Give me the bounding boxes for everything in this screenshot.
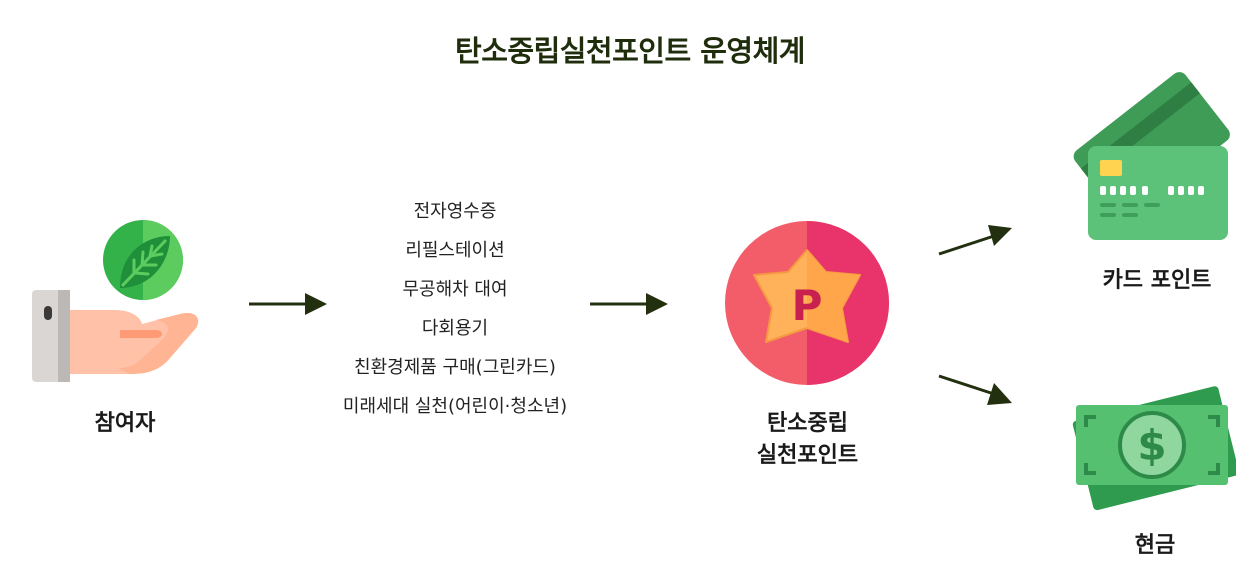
activity-item: 리필스테이션 bbox=[405, 240, 505, 261]
activity-item: 전자영수증 bbox=[413, 201, 497, 222]
flow-arrow-2 bbox=[588, 291, 670, 317]
flow-arrow-1 bbox=[247, 291, 329, 317]
cash-label: 현금 bbox=[1134, 533, 1176, 558]
card-point-label: 카드 포인트 bbox=[1102, 268, 1212, 293]
diagram-title: 탄소중립실천포인트 운영체계 bbox=[455, 34, 805, 68]
point-letter: P bbox=[792, 281, 823, 330]
dollar-sign: $ bbox=[1137, 421, 1166, 470]
activity-item: 미래세대 실천(어린이·청소년) bbox=[342, 396, 568, 417]
point-label-line1: 탄소중립 bbox=[767, 411, 848, 436]
cash-icon: $ bbox=[1068, 375, 1236, 515]
participant-icon bbox=[30, 218, 215, 388]
activity-item: 다회용기 bbox=[421, 318, 489, 339]
flow-arrow-card bbox=[936, 222, 1016, 262]
activity-list: 전자영수증 리필스테이션 무공해차 대여 다회용기 친환경제품 구매(그린카드)… bbox=[300, 192, 610, 426]
point-badge-icon: P bbox=[724, 220, 890, 386]
point-label-line2: 실천포인트 bbox=[756, 443, 859, 468]
participant-label: 참여자 bbox=[94, 411, 156, 436]
credit-card-icon bbox=[1058, 72, 1230, 244]
flow-arrow-cash bbox=[936, 370, 1016, 410]
activity-item: 무공해차 대여 bbox=[402, 279, 508, 300]
activity-item: 친환경제품 구매(그린카드) bbox=[354, 357, 556, 378]
